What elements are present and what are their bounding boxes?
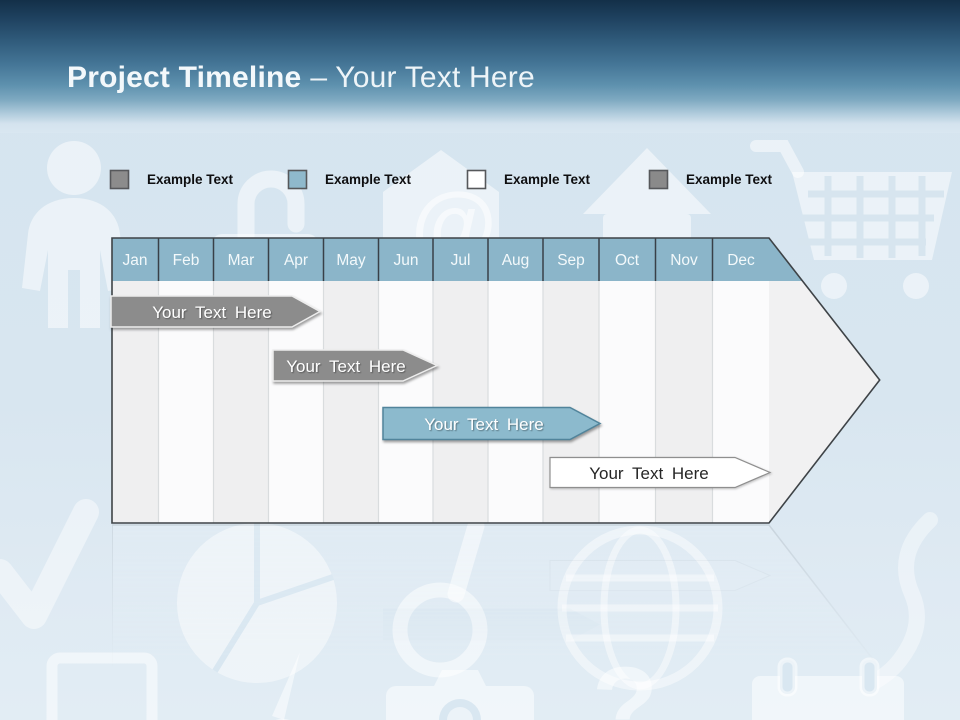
month-label: Jan bbox=[123, 252, 148, 269]
timeline-arrow-outline bbox=[111, 237, 881, 524]
bar-label: Your Text Here bbox=[152, 303, 272, 322]
globe-icon bbox=[557, 525, 723, 691]
bar-shape bbox=[272, 349, 439, 382]
month-label: Aug bbox=[502, 252, 530, 269]
month-label: Dec bbox=[727, 252, 755, 269]
legend-item-1: Example Text bbox=[109, 169, 233, 190]
legend-item-4: Example Text bbox=[648, 169, 772, 190]
legend-label: Example Text bbox=[147, 172, 234, 187]
column-separators bbox=[157, 281, 714, 523]
month-label: May bbox=[336, 252, 366, 269]
timeline-bar-3: Your Text Here bbox=[382, 406, 602, 441]
question-mark-icon: ? bbox=[592, 644, 658, 720]
bar-label: Your Text Here bbox=[424, 415, 544, 434]
header-separators bbox=[157, 238, 714, 281]
camera-icon bbox=[386, 670, 534, 720]
calendar-icon bbox=[752, 657, 904, 720]
title-banner: Project Timeline– Your Text Here bbox=[0, 0, 960, 133]
timeline-bar-2: Your Text Here bbox=[272, 349, 439, 382]
month-column bbox=[378, 281, 433, 523]
title-main-text: Project Timeline bbox=[67, 61, 302, 94]
timeline-bar-1: Your Text Here bbox=[110, 295, 322, 328]
pie-chart-icon bbox=[177, 523, 337, 683]
month-label: Feb bbox=[173, 252, 200, 269]
title-placeholder-text: – Your Text Here bbox=[310, 61, 535, 94]
timeline-bar-4: Your Text Here bbox=[549, 456, 772, 489]
arrowhead-region bbox=[769, 281, 880, 523]
month-label: Oct bbox=[615, 252, 640, 269]
month-label: Apr bbox=[284, 252, 308, 269]
month-labels: Jan Feb Mar Apr May Jun Jul Aug Sep Oct … bbox=[123, 252, 756, 269]
bar-label: Your Text Here bbox=[589, 464, 709, 483]
bar-shape bbox=[110, 295, 322, 328]
legend-item-3: Example Text bbox=[466, 169, 590, 190]
month-label: Mar bbox=[228, 252, 255, 269]
swoosh-icon bbox=[866, 512, 938, 690]
month-label: Sep bbox=[557, 252, 585, 269]
month-label: Nov bbox=[670, 252, 698, 269]
page-title: Project Timeline– Your Text Here bbox=[67, 61, 535, 95]
checkmark-icon bbox=[0, 499, 99, 629]
month-label: Jun bbox=[394, 252, 419, 269]
legend-item-2: Example Text bbox=[287, 169, 411, 190]
bar-label: Your Text Here bbox=[286, 357, 406, 376]
legend-swatch-gray-icon bbox=[109, 169, 130, 190]
bar-shape bbox=[549, 456, 772, 489]
month-header-band bbox=[112, 238, 803, 281]
month-column bbox=[488, 281, 543, 523]
month-column bbox=[433, 281, 488, 523]
gantt-chart: Jan Feb Mar Apr May Jun Jul Aug Sep Oct … bbox=[110, 237, 881, 524]
legend-label: Example Text bbox=[504, 172, 591, 187]
legend-swatch-white-icon bbox=[466, 169, 487, 190]
legend-label: Example Text bbox=[686, 172, 773, 187]
legend-label: Example Text bbox=[325, 172, 412, 187]
month-column bbox=[323, 281, 379, 523]
pen-icon bbox=[272, 652, 300, 720]
month-label: Jul bbox=[451, 252, 471, 269]
legend-swatch-blue-icon bbox=[287, 169, 308, 190]
legend-swatch-gray2-icon bbox=[648, 169, 669, 190]
monitor-icon bbox=[46, 652, 158, 720]
magnifier-icon bbox=[392, 517, 488, 678]
timeline-reflection bbox=[112, 524, 881, 689]
bar-shape bbox=[382, 406, 602, 441]
